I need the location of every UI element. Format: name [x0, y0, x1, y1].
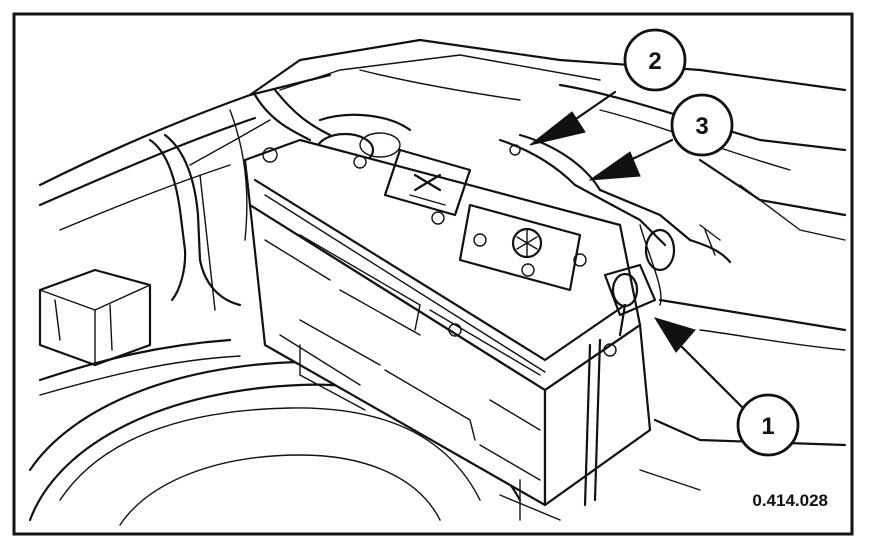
battery — [243, 138, 652, 521]
callout-1: 1 — [736, 393, 800, 457]
callout-3-label: 3 — [695, 113, 708, 140]
callout-3: 3 — [670, 93, 734, 157]
callout-3-arrowhead — [588, 151, 641, 181]
callout-2-label: 2 — [648, 48, 661, 75]
callout-2-arrowhead — [529, 111, 586, 146]
reference-code: 0.414.028 — [752, 491, 828, 510]
callout-pointers — [529, 90, 747, 412]
callout-1-label: 1 — [761, 413, 774, 440]
callout-1-leader — [678, 343, 747, 412]
callout-2: 2 — [623, 28, 687, 92]
terminals-and-cables — [498, 133, 732, 337]
callout-1-arrowhead — [653, 317, 696, 353]
